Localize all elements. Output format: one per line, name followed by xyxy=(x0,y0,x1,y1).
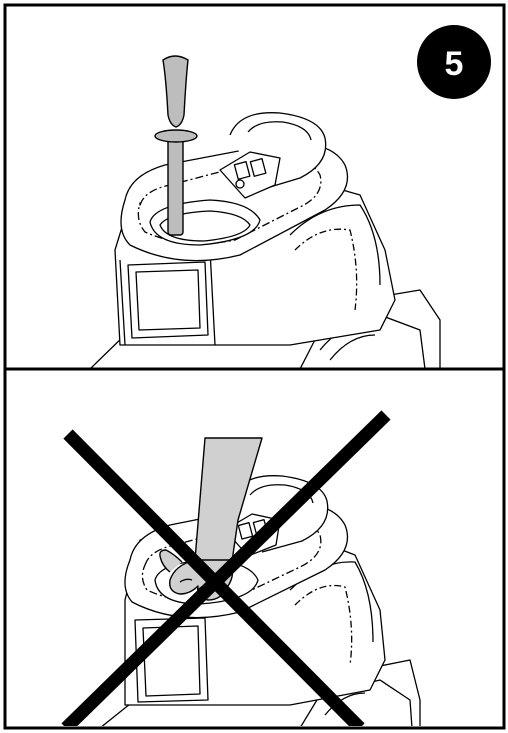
step-number: 5 xyxy=(445,45,464,83)
step-number-badge: 5 xyxy=(417,25,491,99)
machine-top xyxy=(90,112,441,368)
prohibited-cross-icon xyxy=(61,410,391,726)
pusher-tool xyxy=(154,55,198,236)
step-badge-circle xyxy=(417,25,491,99)
panel-top: 5 xyxy=(3,3,506,371)
panel-bottom xyxy=(3,367,506,730)
